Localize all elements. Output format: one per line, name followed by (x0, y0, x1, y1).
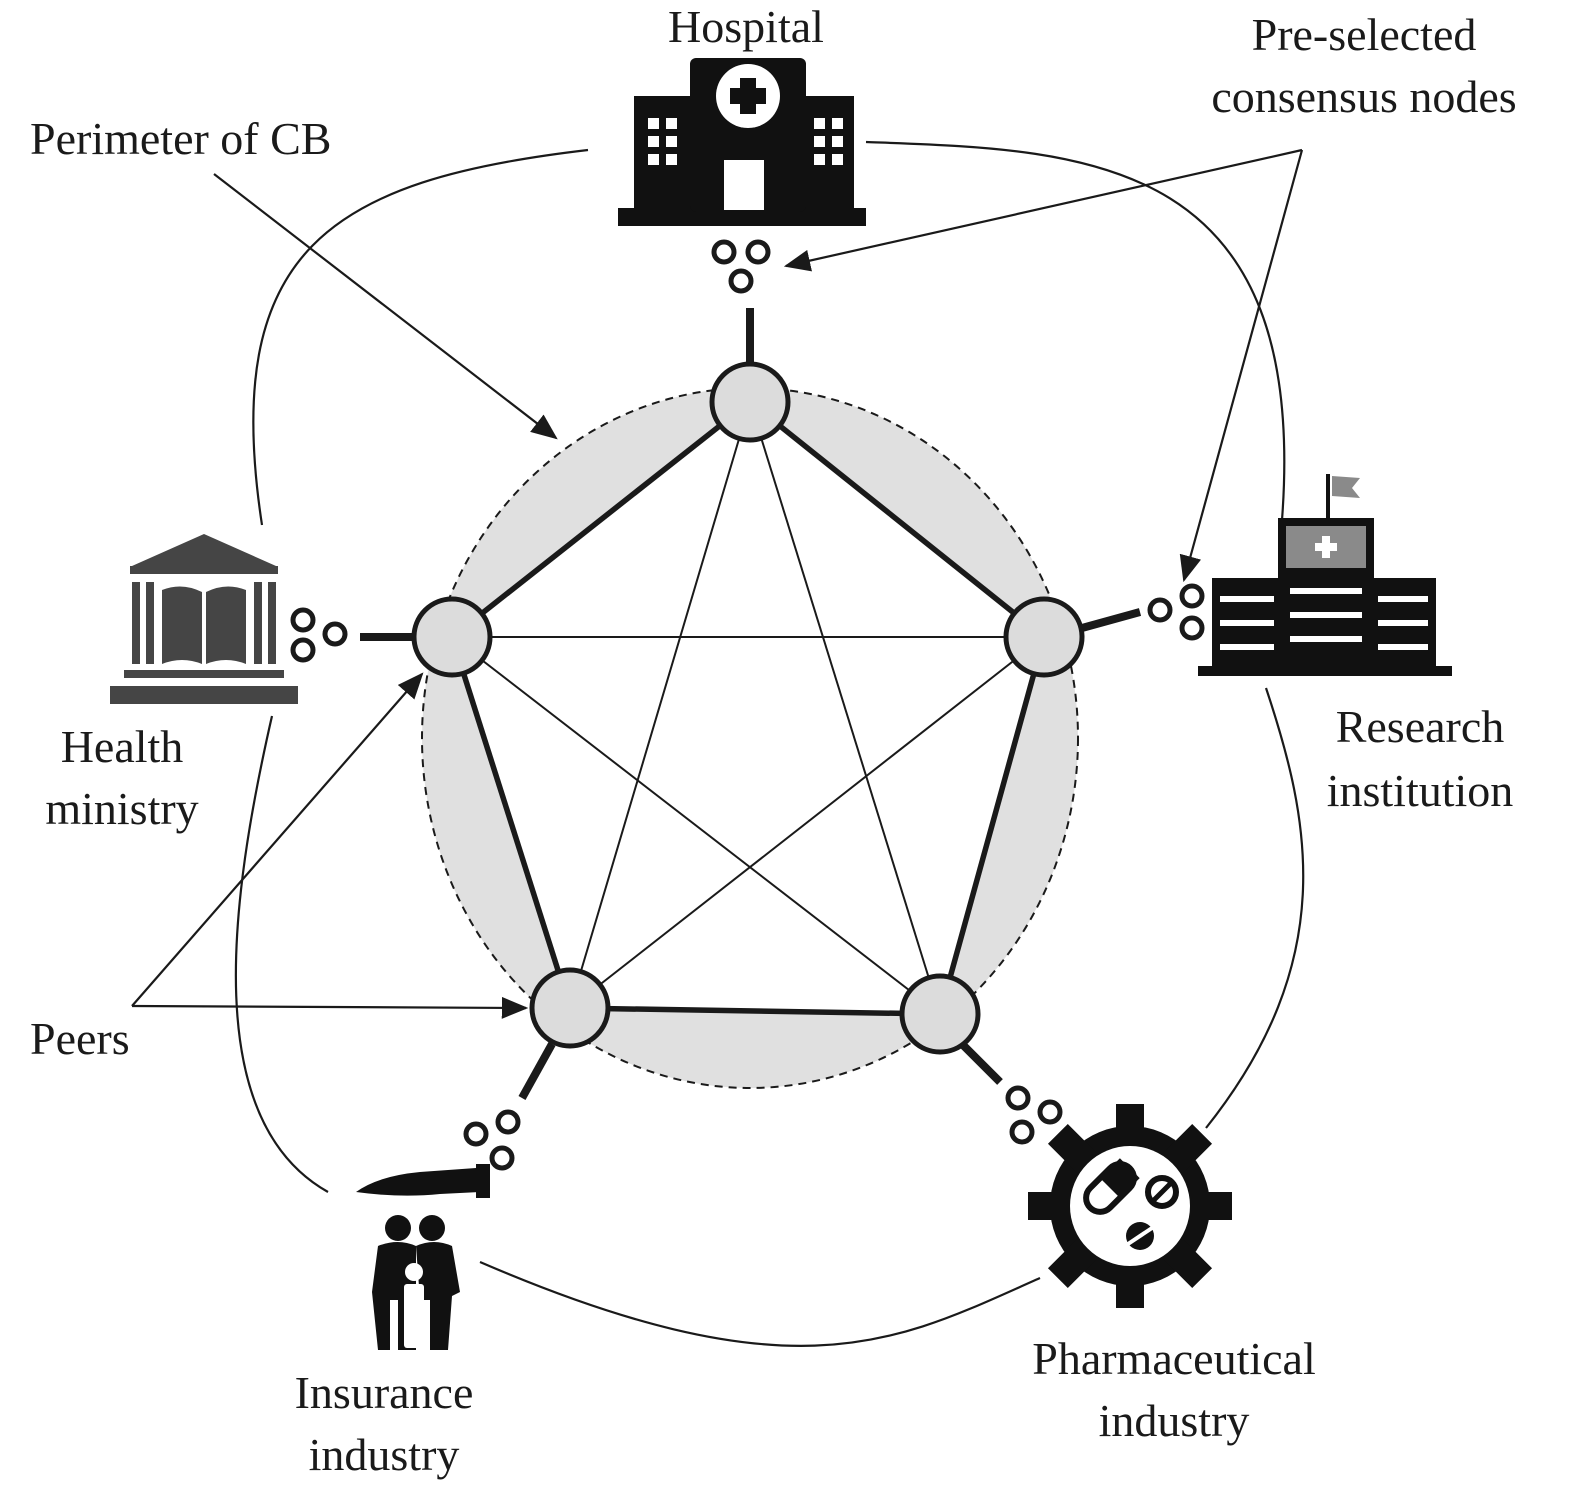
label-perimeter: Perimeter of CB (30, 113, 332, 164)
label-insurance-line2: industry (309, 1429, 460, 1480)
label-research-line1: Research (1336, 701, 1505, 752)
annotation-arrows (131, 148, 1304, 1019)
consensus-node-icon (1147, 583, 1205, 641)
peer-insurance (529, 967, 611, 1049)
peer-pharma (899, 973, 981, 1055)
consensus-node-icon (290, 607, 348, 663)
label-peers: Peers (30, 1013, 130, 1064)
label-insurance-line1: Insurance (295, 1367, 474, 1418)
label-research-line2: institution (1327, 765, 1514, 816)
insurance-icon (356, 1164, 490, 1350)
consensus-node-icon (711, 239, 771, 294)
outer-connections (234, 140, 1305, 1347)
consensus-node-icon (463, 1109, 521, 1171)
peer-hospital (709, 361, 791, 443)
research-institution-icon (1198, 474, 1452, 676)
peer-stubs (360, 308, 1142, 1100)
label-hospital: Hospital (668, 1, 824, 52)
pharmaceutical-icon (1028, 1104, 1232, 1308)
consensus-node-icon (1005, 1085, 1063, 1145)
network-core (452, 402, 1044, 1014)
health-ministry-icon (110, 534, 298, 704)
label-health-ministry-line2: ministry (45, 783, 198, 834)
peer-health (411, 596, 493, 678)
label-health-ministry-line1: Health (61, 721, 184, 772)
peer-research (1003, 596, 1085, 678)
hospital-icon (618, 58, 866, 226)
label-consensus-nodes-line2: consensus nodes (1211, 71, 1516, 122)
pentagram-edges (451, 401, 1045, 1015)
label-pharma-line2: industry (1099, 1395, 1250, 1446)
label-consensus-nodes-line1: Pre-selected (1252, 9, 1477, 60)
label-pharma-line1: Pharmaceutical (1032, 1333, 1316, 1384)
pentagon-edges (449, 399, 1047, 1017)
